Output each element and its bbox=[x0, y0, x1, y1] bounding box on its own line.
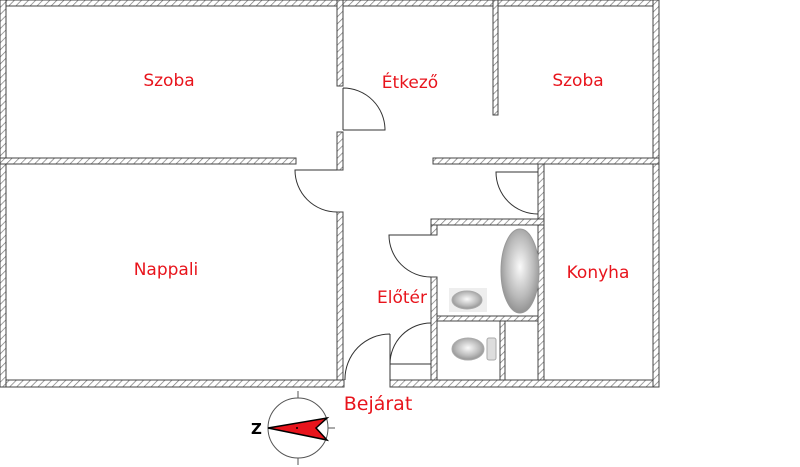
room-label-szoba: Szoba bbox=[143, 71, 195, 91]
sink bbox=[449, 288, 487, 312]
room-label-eloter: Előtér bbox=[377, 288, 427, 308]
doors bbox=[294, 87, 539, 381]
room-label-nappali: Nappali bbox=[133, 260, 199, 280]
entrance-label: Bejárat bbox=[343, 393, 413, 415]
compass-letter: Z bbox=[251, 420, 262, 438]
room-label-etkezo: Étkező bbox=[381, 73, 439, 93]
room-label-konyha: Konyha bbox=[566, 263, 630, 283]
compass-needle bbox=[267, 416, 330, 442]
compass: Z bbox=[251, 391, 335, 465]
walls bbox=[0, 0, 660, 388]
toilet bbox=[451, 337, 497, 361]
room-label-szoba-right: Szoba bbox=[552, 71, 604, 91]
bathtub bbox=[500, 228, 540, 314]
